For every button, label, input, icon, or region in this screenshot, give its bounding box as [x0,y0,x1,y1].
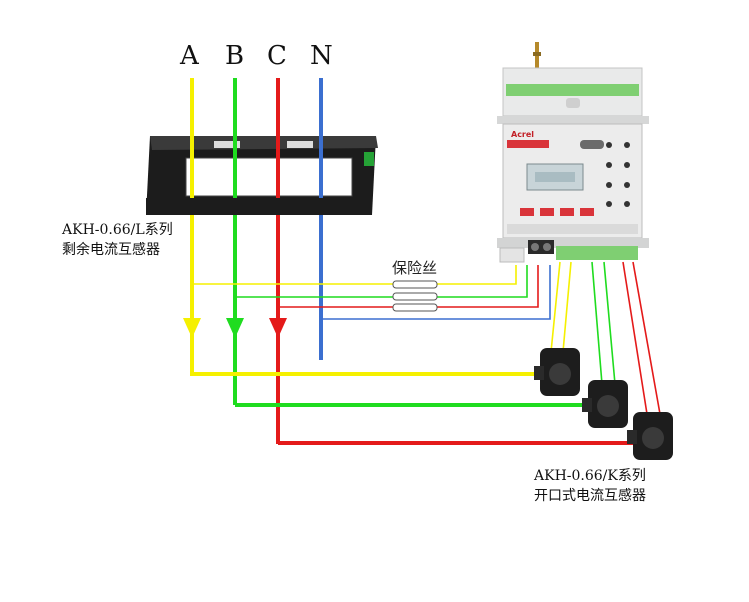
fuse-2 [392,292,438,301]
voltage-sampling-wires [192,265,551,320]
phase-n-label: N [310,41,333,71]
residual-ct-label-line1: AKH-0.66/L系列 [61,222,173,238]
ct-secondary-wires [550,261,661,415]
phase-c-label: C [267,41,287,71]
device-brand: Acrel [511,130,534,139]
top-terminal-strip [506,84,639,96]
fuse-1 [392,280,438,289]
fuse-3 [392,303,438,312]
phase-b-label: B [225,41,244,71]
fuse-label: 保险丝 [392,259,437,277]
phase-a-label: A [179,41,200,71]
bottom-terminal-strip [556,246,638,260]
split-ct-label-line1: AKH-0.66/K系列 [533,468,646,484]
split-ct-b [582,380,628,428]
arrow-a-icon [183,318,201,338]
split-ct-label-line2: 开口式电流互感器 [534,487,646,504]
residual-ct-label-line2: 剩余电流互感器 [62,241,160,258]
monitoring-device: Acrel [497,42,649,263]
split-ct-c [627,412,673,460]
arrow-c-icon [269,318,287,338]
arrow-b-icon [226,318,244,338]
ct-terminal-icon [364,152,374,166]
split-ct-a [534,348,580,396]
fuses [392,280,438,312]
residual-current-transformer [146,136,378,215]
